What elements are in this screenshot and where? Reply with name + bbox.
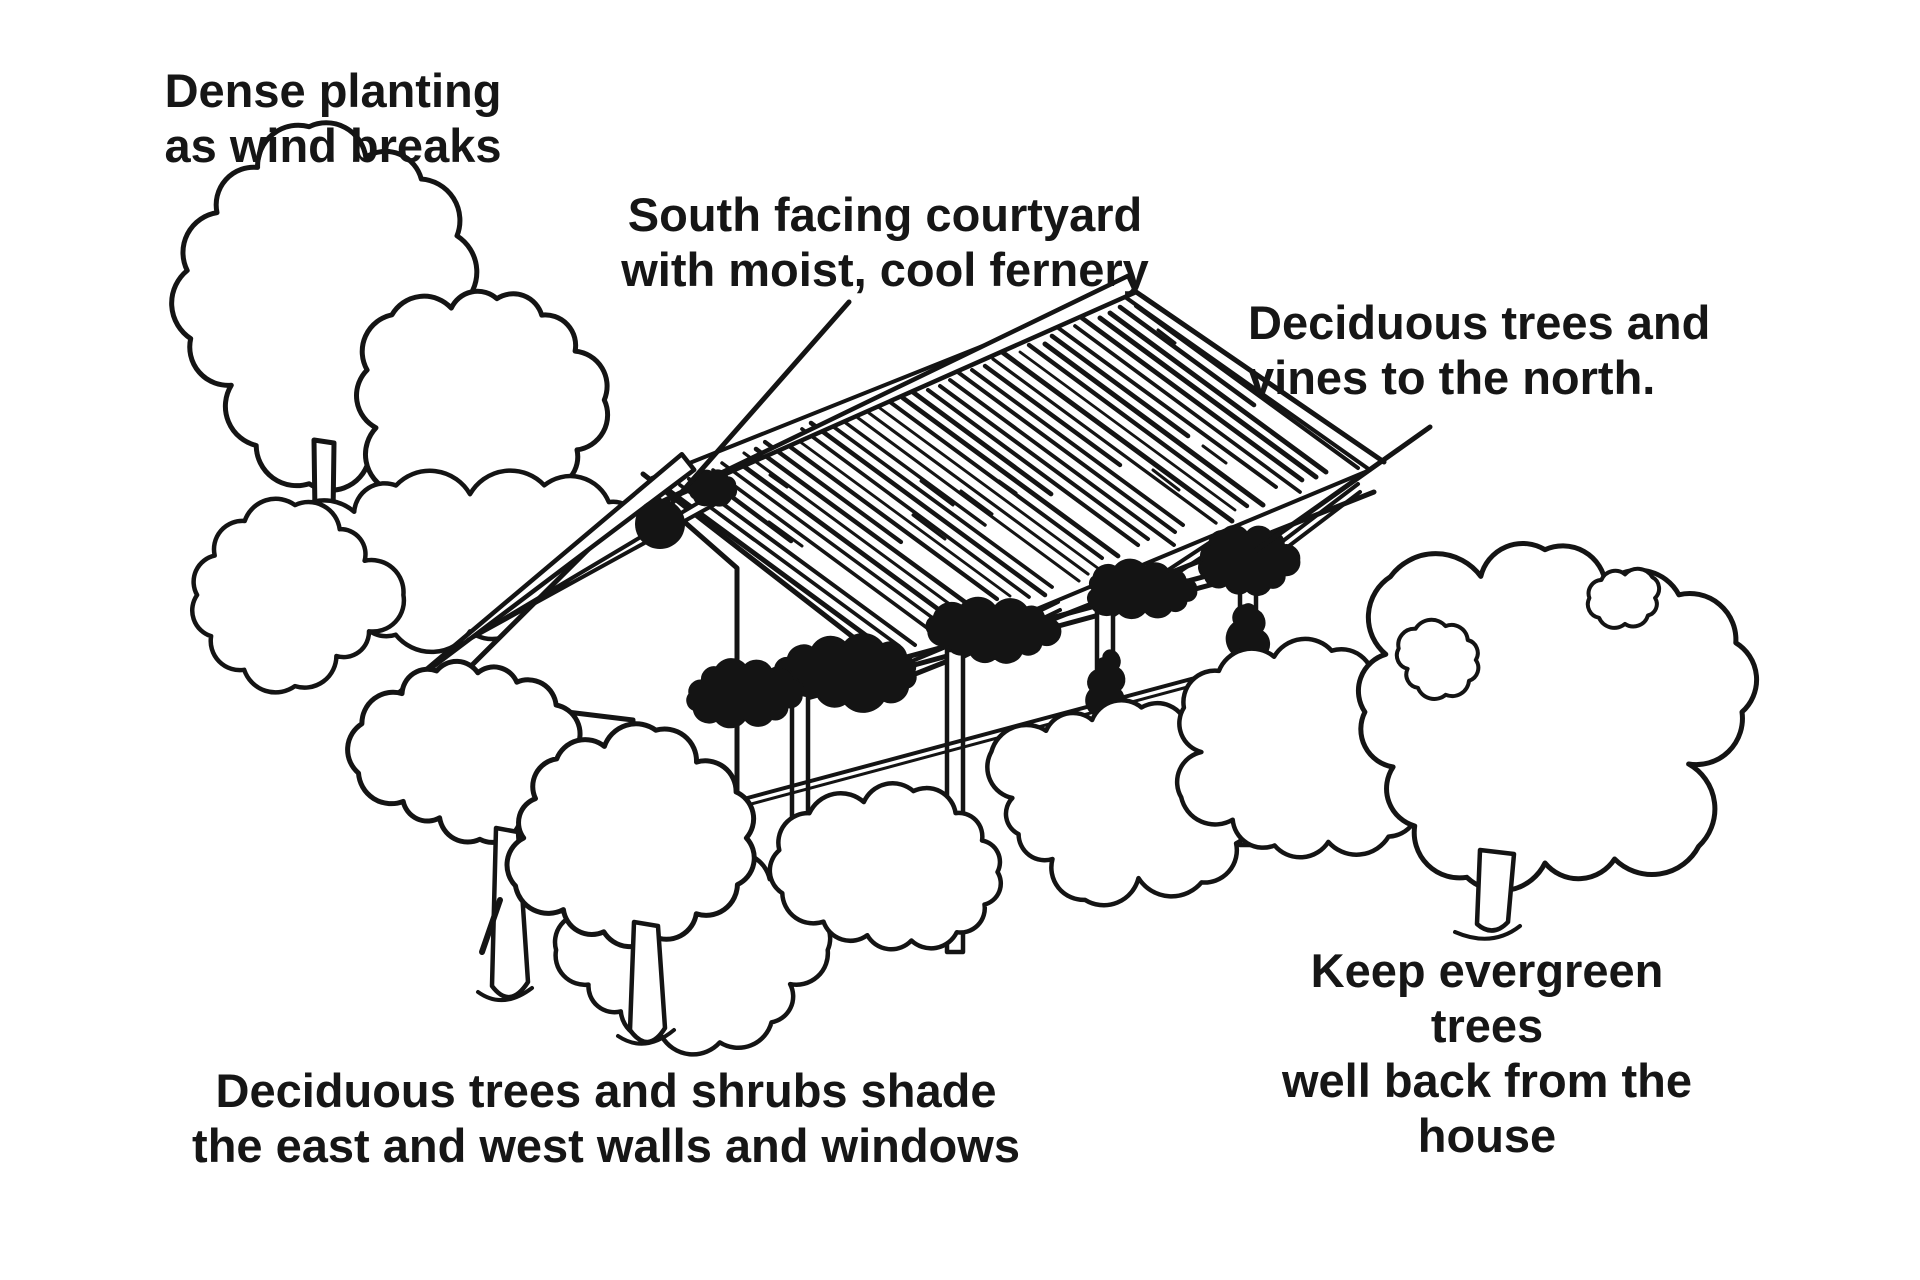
callout-dot-courtyard <box>635 499 685 549</box>
leader-line-vines <box>1252 424 1433 554</box>
windbreak-trees <box>169 120 657 695</box>
label-south-courtyard: South facing courtyard with moist, cool … <box>621 188 1149 296</box>
label-deciduous-north: Deciduous trees and vines to the north. <box>1248 296 1711 404</box>
label-evergreen-trees: Keep evergreen trees well back from the … <box>1281 944 1693 1162</box>
pergola-vines <box>686 525 1301 734</box>
foundation-shrubs <box>552 636 1426 1057</box>
leader-line-courtyard <box>670 299 852 505</box>
evergreen-tree <box>1355 541 1760 941</box>
corrugated-roof <box>394 273 1387 697</box>
west-shade-trees <box>345 658 757 1046</box>
label-shade-walls: Deciduous trees and shrubs shade the eas… <box>192 1064 1020 1172</box>
label-dense-planting: Dense planting as wind breaks <box>164 64 502 172</box>
